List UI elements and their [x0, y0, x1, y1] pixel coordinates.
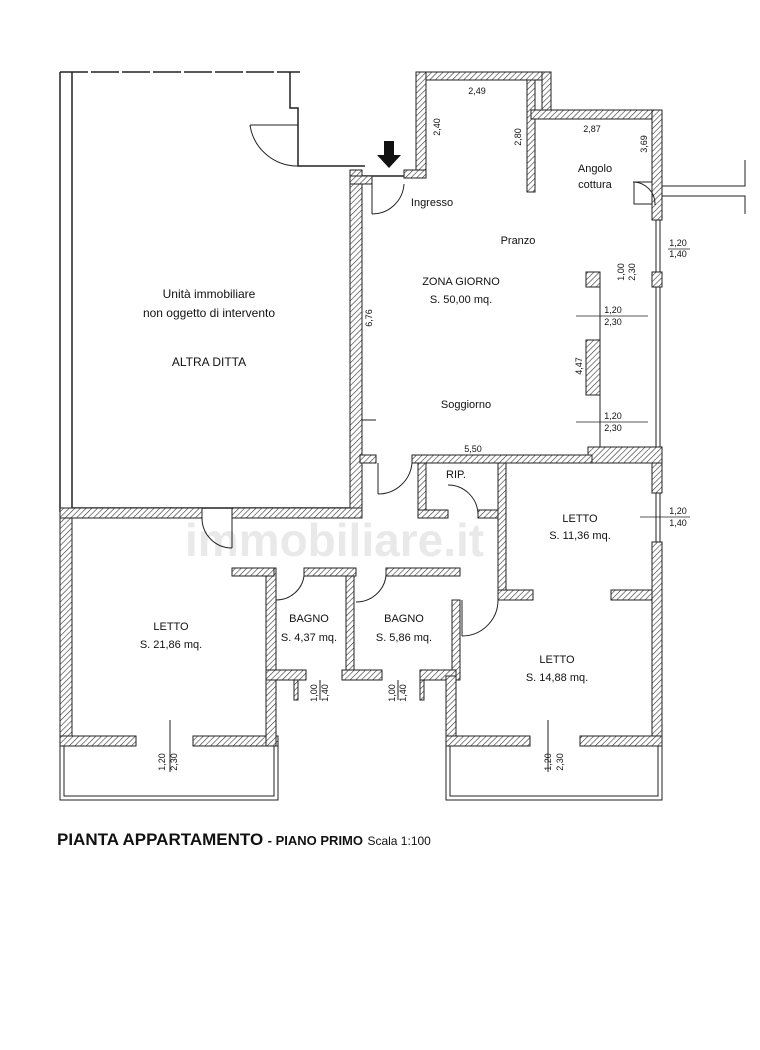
watermark: immobiliare.it: [185, 514, 484, 566]
other-unit-owner: ALTRA DITTA: [172, 355, 246, 369]
room-area-letto-1: S. 11,36 mq.: [549, 530, 611, 542]
window-dim-7-width: 1,00: [309, 684, 319, 702]
window-dim-2-width: 1,00: [616, 263, 626, 281]
window-dim-2-height: 2,30: [627, 263, 637, 281]
window-dim-3-height: 2,30: [604, 317, 622, 327]
plan-scale: Scala 1:100: [367, 834, 431, 848]
plan-details: [59, 124, 746, 801]
dimension-550: 5,50: [464, 444, 482, 454]
room-area-bagno-1: S. 4,37 mq.: [281, 632, 337, 644]
plan-title: PIANTA APPARTAMENTO: [57, 830, 264, 849]
room-label-zona-giorno: ZONA GIORNO: [422, 276, 500, 288]
other-unit-label-2: non oggetto di intervento: [143, 306, 275, 320]
room-area-letto-3: S. 14,88 mq.: [526, 672, 588, 684]
window-dim-4-width: 1,20: [604, 411, 622, 421]
dimension-240: 2,40: [432, 118, 442, 136]
room-label-pranzo: Pranzo: [501, 235, 536, 247]
dimension-280: 2,80: [513, 128, 523, 146]
room-label-cottura: cottura: [578, 179, 613, 191]
window-dim-1-width: 1,20: [669, 238, 687, 248]
room-label-soggiorno: Soggiorno: [441, 399, 491, 411]
plan-subtitle: - PIANO PRIMO: [267, 833, 363, 848]
window-dim-6-width: 1,20: [157, 753, 167, 771]
room-label-letto-1: LETTO: [562, 513, 598, 525]
dimension-447: 4,47: [574, 357, 584, 375]
window-dim-8-height: 1,40: [398, 684, 408, 702]
window-dim-4-height: 2,30: [604, 423, 622, 433]
dimension-676: 6,76: [364, 309, 374, 327]
window-dim-8-width: 1,00: [387, 684, 397, 702]
apartment-walls: [59, 71, 663, 747]
room-area-letto-2: S. 21,86 mq.: [140, 639, 202, 651]
room-area-bagno-2: S. 5,86 mq.: [376, 632, 432, 644]
other-unit-outline: [59, 71, 414, 512]
window-dim-9-height: 2,30: [555, 753, 565, 771]
window-dim-5-width: 1,20: [669, 506, 687, 516]
room-area-zona-giorno: S. 50,00 mq.: [430, 294, 492, 306]
room-label-bagno-1: BAGNO: [289, 613, 329, 625]
dimension-287: 2,87: [583, 124, 601, 134]
window-dim-6-height: 2,30: [169, 753, 179, 771]
window-dim-1-height: 1,40: [669, 249, 687, 259]
dimension-249: 2,49: [468, 86, 486, 96]
other-unit-label-1: Unità immobiliare: [163, 287, 256, 301]
plan-title-block: PIANTA APPARTAMENTO - PIANO PRIMO Scala …: [57, 830, 431, 850]
entrance-arrow-icon: [377, 141, 401, 168]
window-dim-5-height: 1,40: [669, 518, 687, 528]
window-dim-7-height: 1,40: [320, 684, 330, 702]
room-label-letto-2: LETTO: [153, 621, 189, 633]
room-label-bagno-2: BAGNO: [384, 613, 424, 625]
room-label-letto-3: LETTO: [539, 654, 575, 666]
room-label-ingresso: Ingresso: [411, 197, 453, 209]
window-dim-3-width: 1,20: [604, 305, 622, 315]
window-dim-9-width: 1,20: [543, 753, 553, 771]
dimension-369: 3,69: [639, 135, 649, 153]
room-label-angolo: Angolo: [578, 163, 612, 175]
room-label-rip: RIP.: [446, 469, 466, 481]
